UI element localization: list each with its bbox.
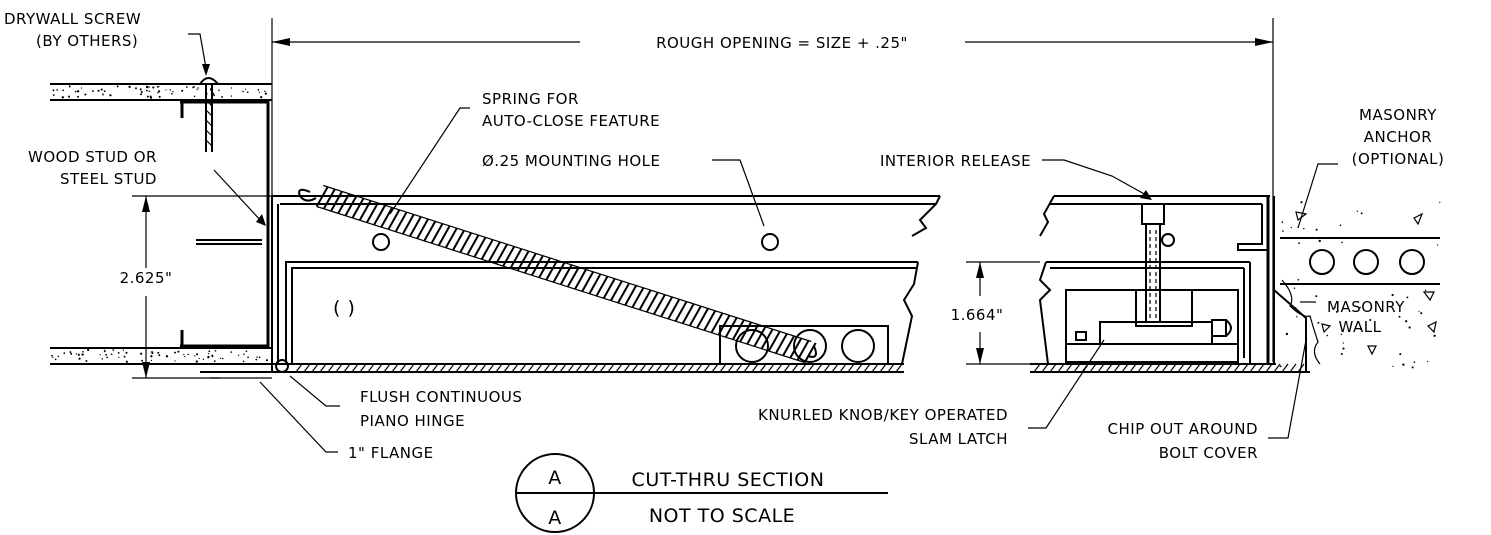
spring-anchor-block bbox=[719, 325, 889, 365]
drywall-bottom bbox=[50, 347, 272, 365]
piano-hinge bbox=[275, 359, 289, 373]
dim-2625-label: 2.625" bbox=[120, 269, 173, 287]
section-marker bbox=[515, 453, 888, 533]
spring bbox=[298, 184, 817, 364]
drywall-screw-label-2: (BY OTHERS) bbox=[36, 32, 138, 50]
interior-release-label: INTERIOR RELEASE bbox=[880, 152, 1031, 170]
section-letter-top: A bbox=[548, 467, 562, 489]
drywall-screw-label-1: DRYWALL SCREW bbox=[4, 10, 141, 28]
steel-stud bbox=[180, 100, 270, 348]
spring-label-2: AUTO-CLOSE FEATURE bbox=[482, 112, 660, 130]
dim-1664-label: 1.664" bbox=[951, 306, 1004, 324]
drywall-top bbox=[50, 83, 272, 101]
wood-stud-label-2: STEEL STUD bbox=[60, 170, 157, 188]
leaders bbox=[188, 33, 1338, 453]
masonry-wall-label-2: WALL bbox=[1339, 318, 1382, 336]
masonry-anchor-label-3: (OPTIONAL) bbox=[1352, 150, 1445, 168]
chip-out-label-1: CHIP OUT AROUND bbox=[1108, 420, 1258, 438]
section-title: CUT-THRU SECTION bbox=[632, 469, 825, 491]
chip-out-label-2: BOLT COVER bbox=[1159, 444, 1258, 462]
masonry-wall-label-1: MASONRY bbox=[1327, 298, 1405, 316]
mounting-hole-label: Ø.25 MOUNTING HOLE bbox=[482, 152, 661, 170]
wood-stud-label-1: WOOD STUD OR bbox=[28, 148, 157, 166]
slam-latch bbox=[1065, 203, 1239, 363]
piano-hinge-label-2: PIANO HINGE bbox=[360, 412, 465, 430]
bottom-plate-hatch-right bbox=[1033, 363, 1305, 373]
piano-hinge-label-1: FLUSH CONTINUOUS bbox=[360, 388, 522, 406]
slam-latch-label-2: SLAM LATCH bbox=[909, 430, 1008, 448]
section-letter-bottom: A bbox=[548, 507, 562, 529]
masonry-anchor-label-1: MASONRY bbox=[1359, 106, 1437, 124]
rough-opening-dimension bbox=[271, 18, 1274, 362]
drywall-texture bbox=[51, 85, 268, 363]
masonry-texture bbox=[1279, 201, 1441, 369]
mounting-hole-1 bbox=[372, 233, 390, 251]
masonry-wall bbox=[1280, 237, 1440, 365]
door-frame-right bbox=[1030, 195, 1310, 373]
section-subtitle: NOT TO SCALE bbox=[649, 505, 795, 527]
mounting-hole-2 bbox=[761, 233, 779, 251]
spring-label-1: SPRING FOR bbox=[482, 90, 579, 108]
drywall-screw bbox=[199, 77, 219, 152]
flange-label: 1" FLANGE bbox=[348, 444, 434, 462]
bottom-plate-hatch bbox=[295, 363, 903, 373]
rough-opening-label: ROUGH OPENING = SIZE + .25" bbox=[656, 34, 908, 52]
masonry-anchor-label-2: ANCHOR bbox=[1364, 128, 1432, 146]
slot-symbol: ( ) bbox=[333, 297, 355, 319]
dim-1664 bbox=[966, 261, 1040, 365]
slam-latch-label-1: KNURLED KNOB/KEY OPERATED bbox=[758, 406, 1008, 424]
